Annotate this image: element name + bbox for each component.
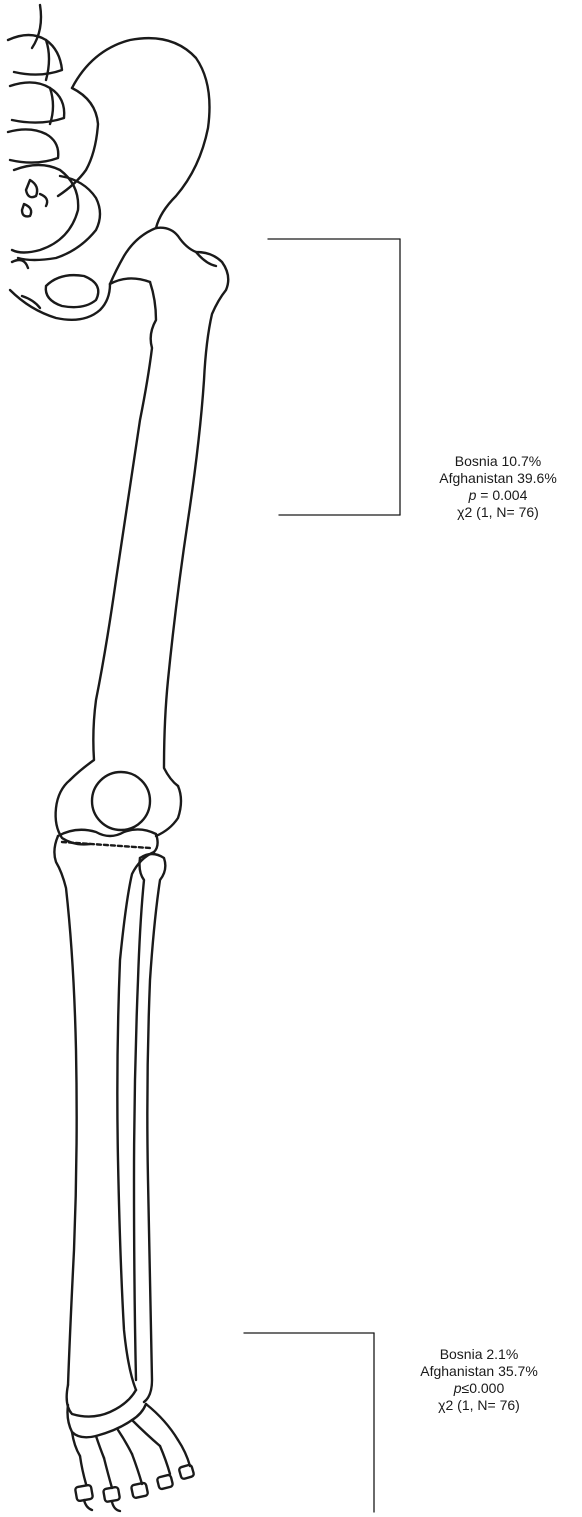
annotation-afghanistan-rate: Afghanistan 39.6%	[414, 470, 582, 487]
annotation-bosnia-rate: Bosnia 10.7%	[414, 453, 582, 470]
annotation-p-value: p≤0.000	[384, 1380, 574, 1397]
knee-joint	[58, 829, 158, 852]
foot-bracket	[244, 1333, 374, 1512]
p-value-text: = 0.004	[476, 487, 527, 503]
femur-bracket	[268, 239, 400, 515]
foot-annotation: Bosnia 2.1% Afghanistan 35.7% p≤0.000 χ2…	[384, 1346, 574, 1414]
annotation-bosnia-rate: Bosnia 2.1%	[384, 1346, 574, 1363]
foot-bones	[68, 1404, 195, 1511]
annotation-chi-square: χ2 (1, N= 76)	[414, 504, 582, 521]
fibula	[134, 854, 165, 1402]
patella	[92, 772, 150, 830]
annotation-p-value: p = 0.004	[414, 487, 582, 504]
p-value-text: ≤0.000	[462, 1380, 505, 1396]
tibia	[54, 836, 154, 1417]
annotation-afghanistan-rate: Afghanistan 35.7%	[384, 1363, 574, 1380]
pelvis-ilium	[10, 38, 210, 320]
annotation-chi-square: χ2 (1, N= 76)	[384, 1397, 574, 1414]
p-symbol: p	[454, 1380, 462, 1396]
femur	[56, 228, 229, 845]
femur-annotation: Bosnia 10.7% Afghanistan 39.6% p = 0.004…	[414, 453, 582, 521]
spine-vertebrae	[8, 5, 64, 163]
